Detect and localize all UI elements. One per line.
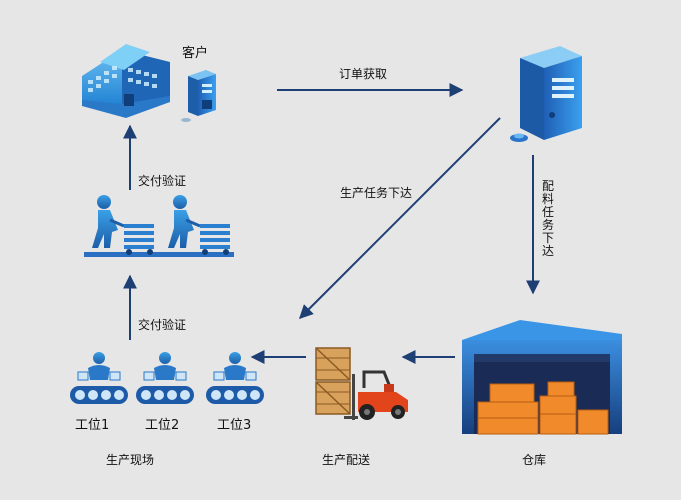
office-building-icon [82, 44, 170, 118]
order-acquisition-label: 订单获取 [339, 67, 388, 81]
server-icon [510, 46, 582, 142]
pc-tower-icon [181, 70, 216, 122]
flow-arrows [123, 83, 540, 364]
delivery-verification-top-label: 交付验证 [138, 174, 187, 188]
warehouse-label: 仓库 [522, 453, 547, 467]
conveyor-station-1 [70, 352, 128, 404]
production-task-label: 生产任务下达 [340, 186, 413, 200]
production-site-label: 生产现场 [106, 453, 155, 467]
warehouse-icon [462, 320, 622, 435]
customer-label: 客户 [182, 46, 209, 61]
arrow-production-task [299, 117, 501, 319]
station-3-label: 工位3 [217, 418, 252, 433]
production-delivery-label: 生产配送 [322, 453, 371, 467]
station-1-label: 工位1 [75, 418, 110, 433]
worker-cart-icon [84, 195, 234, 257]
delivery-verification-bottom-label: 交付验证 [138, 318, 187, 332]
conveyor-station-3 [206, 352, 264, 404]
material-task-label: 配料任务下达 [541, 179, 554, 258]
forklift-icon [344, 370, 408, 420]
conveyor-station-2 [136, 352, 194, 404]
wooden-crate-icon [315, 347, 351, 415]
conveyor-worker-icon [70, 352, 264, 404]
station-2-label: 工位2 [145, 418, 180, 433]
